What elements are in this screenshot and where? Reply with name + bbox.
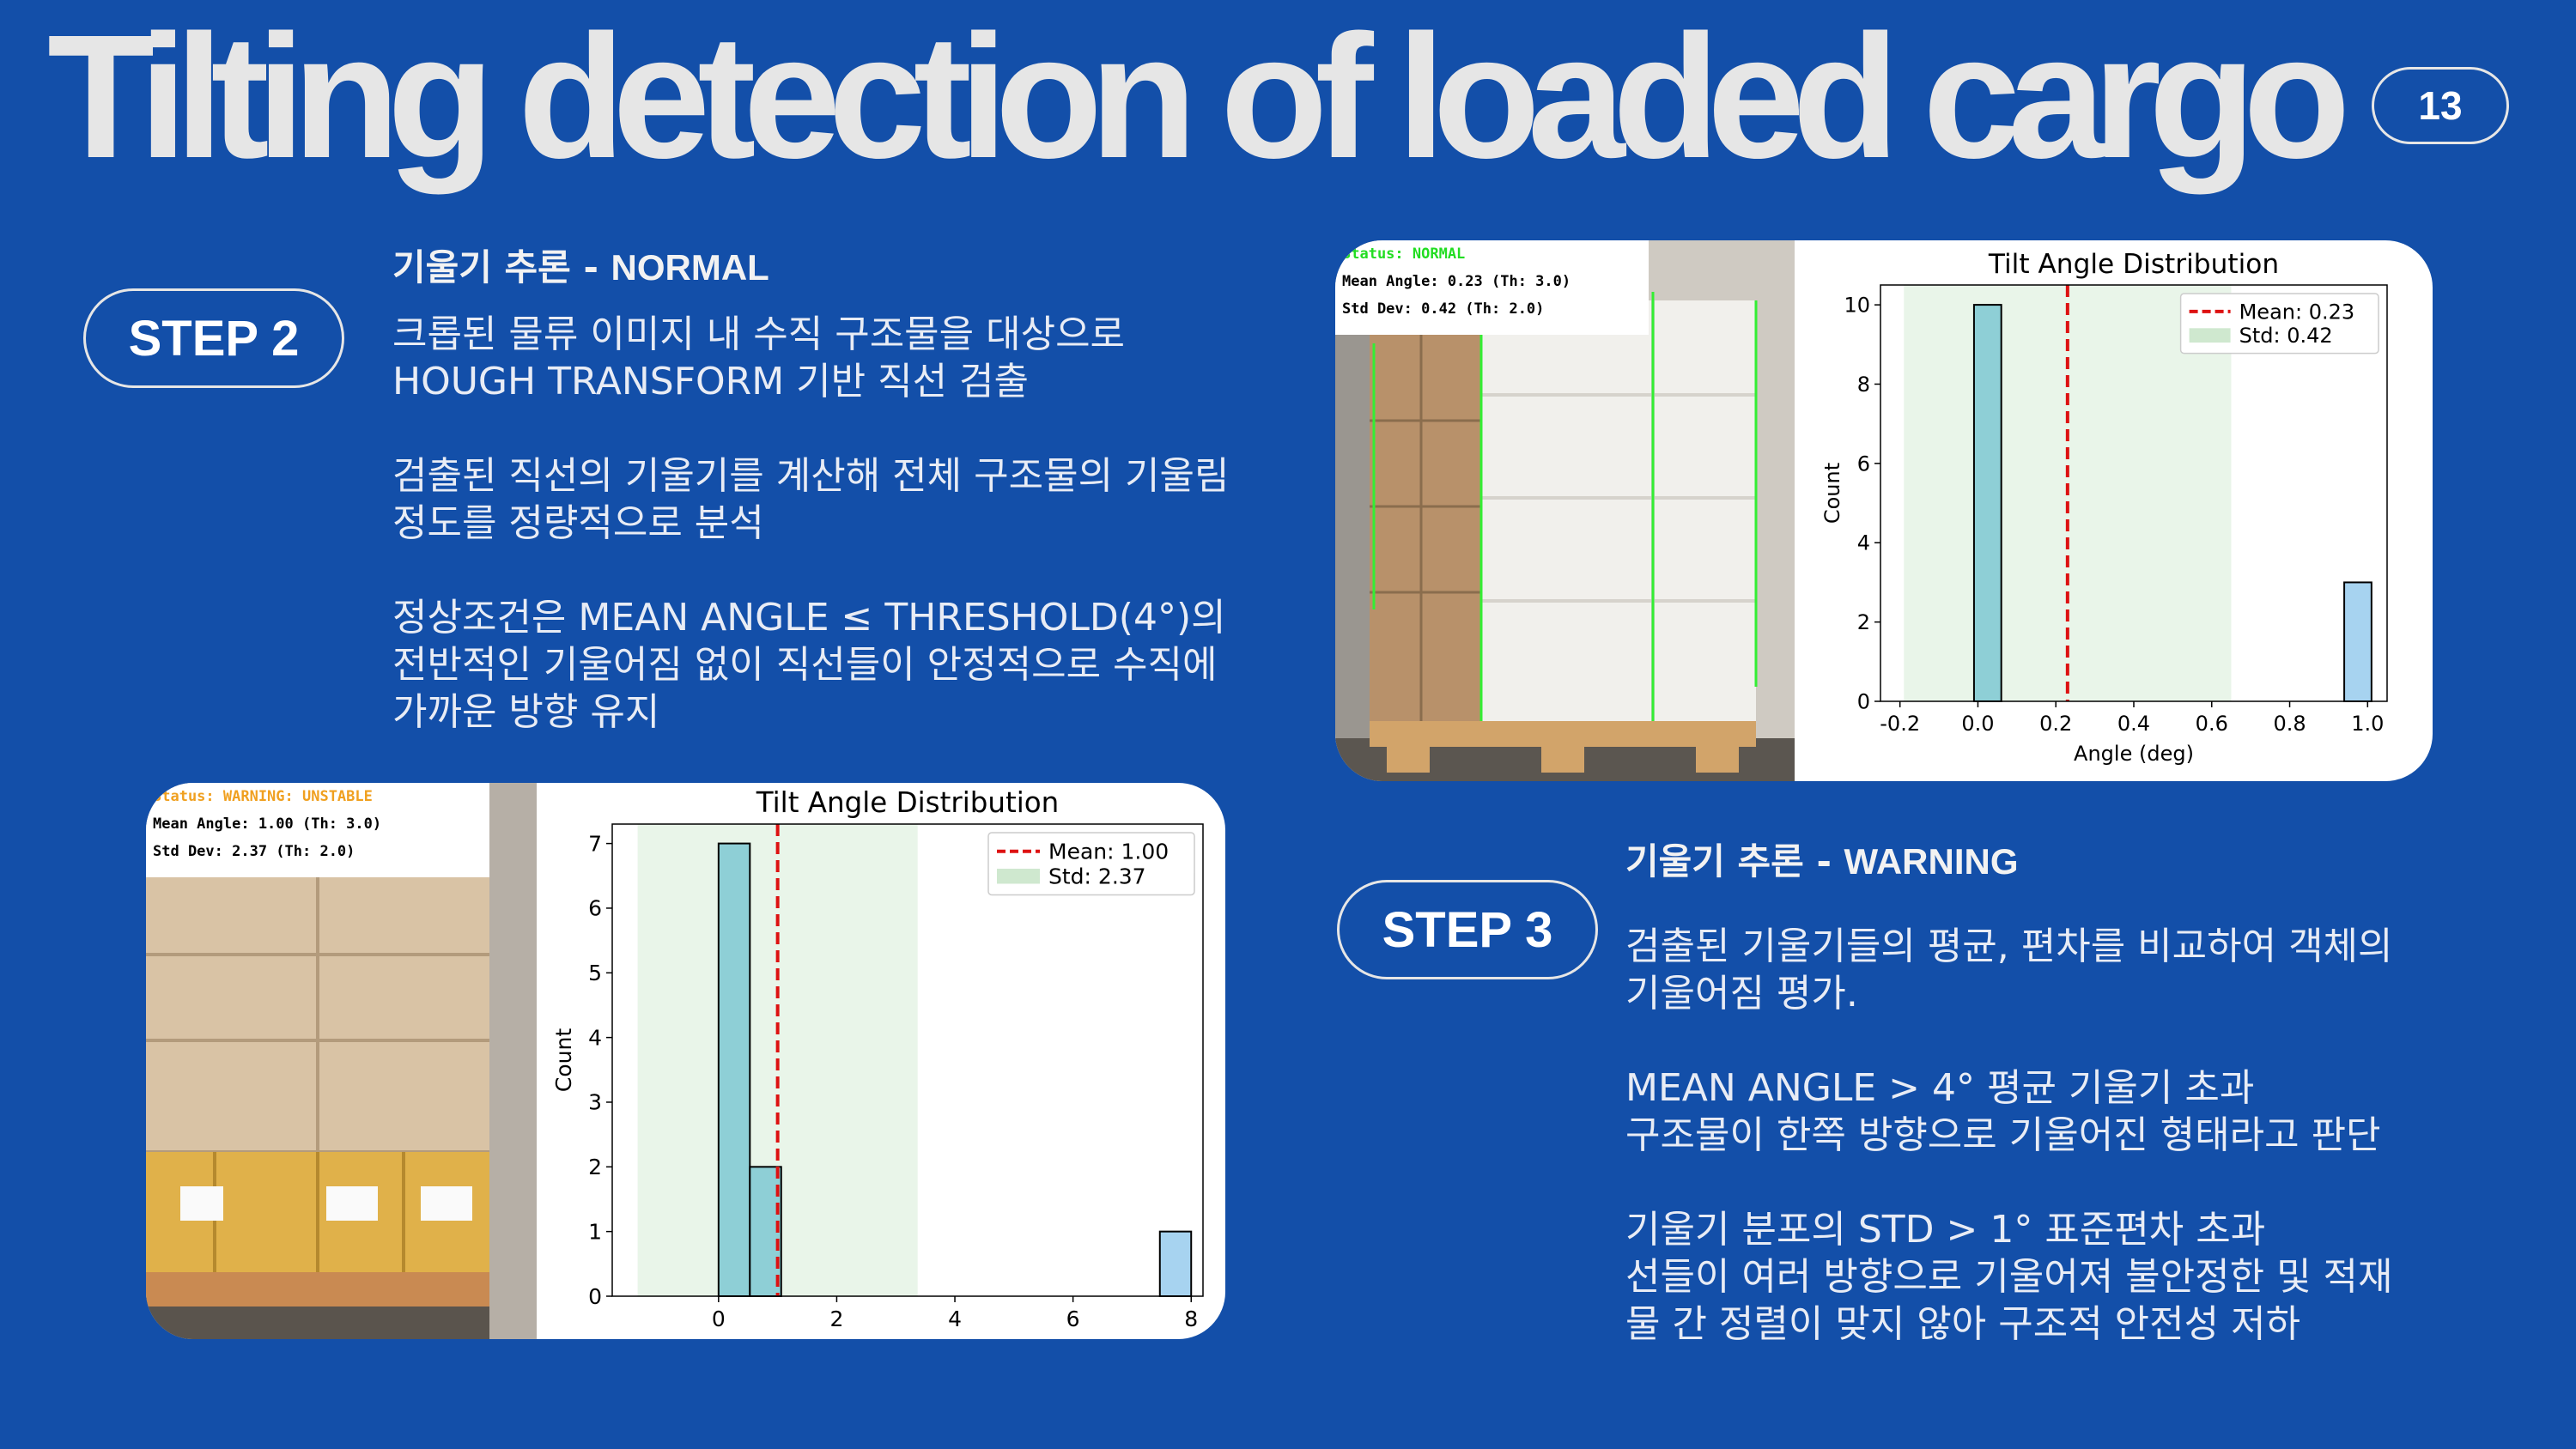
x-tick-label: 1.0 <box>2351 712 2384 736</box>
step2-line <box>392 547 1229 594</box>
y-tick-label: 7 <box>588 831 602 856</box>
legend-std-swatch <box>2189 328 2231 343</box>
y-axis-label: Count <box>1820 463 1844 524</box>
y-tick-label: 5 <box>588 961 602 985</box>
histogram-bar <box>2343 581 2372 702</box>
y-tick-label: 2 <box>1857 610 1870 634</box>
histogram-bar <box>1972 304 2002 702</box>
step3-description: 검출된 기울기들의 평균, 편차를 비교하여 객체의 기울어짐 평가. MEAN… <box>1625 923 2393 1348</box>
x-tick-label: 0 <box>712 1307 726 1331</box>
warning-angle-chart: 0 2 4 6 8 0 1 2 3 4 5 6 7 Tilt Angle DistributionCoun… <box>551 786 1204 1331</box>
y-tick-label: 0 <box>588 1284 602 1309</box>
step3-line: 물 간 정렬이 맞지 않아 구조적 안전성 저하 <box>1625 1302 2301 1346</box>
histogram-bar <box>717 842 751 1298</box>
x-tick-label: 0.0 <box>1961 712 1994 736</box>
step3-heading: 기울기 추론 - WARNING <box>1625 833 2019 885</box>
plot-frame <box>611 823 1204 1297</box>
step2-line: 크롭된 물류 이미지 내 수직 구조물을 대상으로 <box>392 312 1126 356</box>
step2-line: 검출된 직선의 기울기를 계산해 전체 구조물의 기울림 <box>392 454 1230 498</box>
y-tick-label: 8 <box>1857 373 1870 397</box>
histogram-bar <box>1158 1230 1193 1297</box>
normal-mean-text: Mean Angle: 0.23 (Th: 3.0) <box>1342 273 1571 290</box>
step2-line: 정상조건은 MEAN ANGLE ≤ THRESHOLD(4°)의 <box>392 596 1226 640</box>
y-tick-label: 0 <box>1857 689 1870 713</box>
x-tick-label: 6 <box>1066 1307 1080 1331</box>
legend-mean-label: Mean: 1.00 <box>1048 840 1169 864</box>
x-tick-label: 2 <box>829 1307 843 1331</box>
legend-mean-label: Mean: 0.23 <box>2239 300 2355 324</box>
step2-heading: 기울기 추론 - NORMAL <box>392 239 769 291</box>
warning-cargo-photo: Status: WARNING: UNSTABLE Mean Angle: 1.… <box>146 783 537 1339</box>
step2-pill: STEP 2 <box>83 288 344 388</box>
legend-std-label: Std: 2.37 <box>1048 864 1146 889</box>
x-tick-label: 0.2 <box>2039 712 2072 736</box>
y-axis-label: Count <box>551 1028 576 1092</box>
chart-title: Tilt Angle Distribution <box>1988 249 2279 280</box>
warning-status-overlay: Status: WARNING: UNSTABLE Mean Angle: 1.… <box>146 783 489 877</box>
y-tick-label: 4 <box>1857 531 1870 555</box>
y-tick-label: 6 <box>588 896 602 921</box>
chart-title: Tilt Angle Distribution <box>756 786 1059 819</box>
warning-status-text: Status: WARNING: UNSTABLE <box>153 788 373 805</box>
step2-line: HOUGH TRANSFORM 기반 직선 검출 <box>392 360 1030 403</box>
normal-status-overlay: Status: NORMAL Mean Angle: 0.23 (Th: 3.0… <box>1335 240 1649 335</box>
y-tick-label: 2 <box>588 1155 602 1179</box>
normal-std-text: Std Dev: 0.42 (Th: 2.0) <box>1342 300 1545 318</box>
step2-line: 가까운 방향 유지 <box>392 690 660 734</box>
step2-description: 크롭된 물류 이미지 내 수직 구조물을 대상으로 HOUGH TRANSFOR… <box>392 311 1229 736</box>
x-tick-label: 0.4 <box>2117 712 2150 736</box>
warning-std-text: Std Dev: 2.37 (Th: 2.0) <box>153 843 355 860</box>
step3-pill: STEP 3 <box>1337 880 1598 979</box>
y-tick-label: 1 <box>588 1219 602 1244</box>
step3-line: 검출된 기울기들의 평균, 편차를 비교하여 객체의 <box>1625 925 2393 968</box>
step3-heading-en: WARNING <box>1844 841 2019 882</box>
warning-result-panel: Status: WARNING: UNSTABLE Mean Angle: 1.… <box>146 783 1225 1339</box>
x-tick-label: 0.6 <box>2196 712 2228 736</box>
normal-cargo-photo: Status: NORMAL Mean Angle: 0.23 (Th: 3.0… <box>1335 240 1795 781</box>
x-tick-label: 4 <box>948 1307 962 1331</box>
step3-line <box>1625 1159 2393 1206</box>
y-tick-label: 4 <box>588 1025 602 1050</box>
legend-std-label: Std: 0.42 <box>2239 324 2333 348</box>
step2-heading-en: NORMAL <box>611 247 769 288</box>
x-axis-label: Angle (deg) <box>2074 742 2194 766</box>
step3-line: 기울기 분포의 STD > 1° 표준편차 초과 <box>1625 1208 2266 1252</box>
step3-line <box>1625 1017 2393 1064</box>
normal-angle-chart: -0.2 0.0 0.2 0.4 0.6 0.8 1.0 0 2 4 6 8 10 Tilt Angle … <box>1820 249 2388 766</box>
step2-line: 전반적인 기울어짐 없이 직선들이 안정적으로 수직에 <box>392 643 1218 687</box>
normal-result-panel: Status: NORMAL Mean Angle: 0.23 (Th: 3.0… <box>1335 240 2433 781</box>
step2-heading-kr: 기울기 추론 - <box>392 246 611 288</box>
normal-status-text: Status: NORMAL <box>1342 246 1466 263</box>
y-tick-label: 6 <box>1857 452 1870 476</box>
step2-line <box>392 405 1229 452</box>
step3-line: 구조물이 한쪽 방향으로 기울어진 형태라고 판단 <box>1625 1113 2381 1157</box>
step3-line: 선들이 여러 방향으로 기울어져 불안정한 및 적재 <box>1625 1255 2393 1299</box>
y-tick-label: 3 <box>588 1090 602 1115</box>
x-tick-label: -0.2 <box>1880 712 1920 736</box>
x-tick-label: 8 <box>1184 1307 1198 1331</box>
y-tick-label: 10 <box>1844 293 1870 317</box>
warning-mean-text: Mean Angle: 1.00 (Th: 3.0) <box>153 815 382 833</box>
page-number-badge: 13 <box>2372 67 2509 144</box>
step2-line: 정도를 정량적으로 분석 <box>392 501 764 545</box>
page-title: Tilting detection of loaded cargo <box>47 0 2350 195</box>
step3-line: MEAN ANGLE > 4° 평균 기울기 초과 <box>1625 1066 2255 1110</box>
x-tick-label: 0.8 <box>2273 712 2306 736</box>
step3-line: 기울어짐 평가. <box>1625 972 1858 1016</box>
legend-std-swatch <box>997 869 1040 884</box>
step3-heading-kr: 기울기 추론 - <box>1625 840 1844 882</box>
